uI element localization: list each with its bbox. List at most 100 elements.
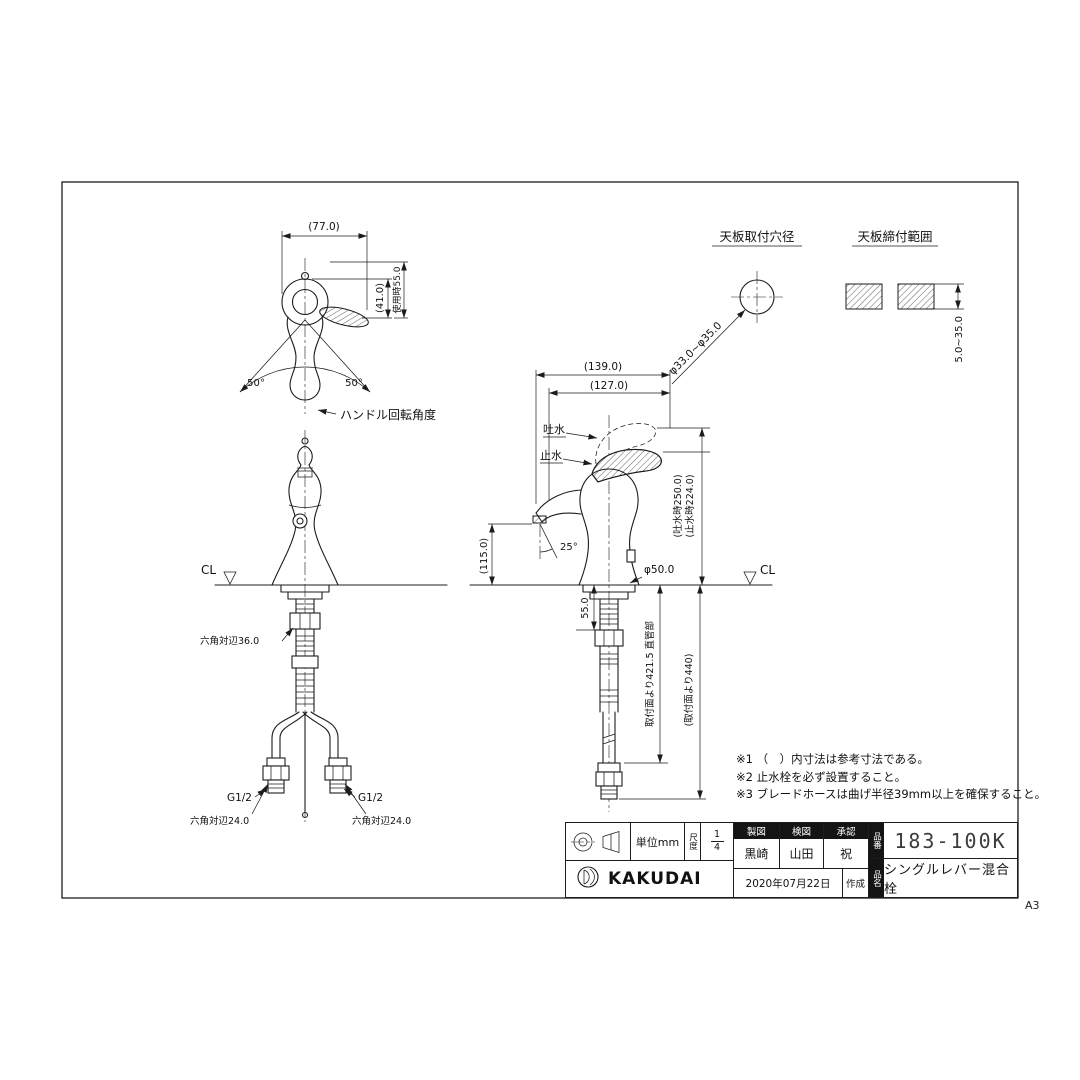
- rotation-line-left: [239, 319, 306, 393]
- clamp-range-title: 天板締付範囲: [857, 229, 932, 244]
- connector-nut-left: [262, 765, 290, 781]
- dia50-leader: [629, 576, 643, 584]
- nipple-threads: [601, 789, 617, 795]
- nut-facets: [332, 766, 344, 780]
- faucet-front-view: (139.0) (127.0) 吐水 止水 25° (115: [469, 361, 775, 812]
- g12-label-left: G1/2: [227, 792, 252, 804]
- spout-off-leader: [562, 458, 593, 466]
- connector-nipple-right: [329, 779, 347, 794]
- drafted-by: 黒崎: [744, 847, 769, 861]
- projection-symbol: [566, 823, 630, 860]
- base-flange: [582, 584, 636, 600]
- connector-nut: [595, 771, 623, 787]
- checked-column: 検図 山田: [778, 823, 824, 868]
- scale-numerator: 1: [713, 829, 721, 840]
- dim-label-41: (41.0): [375, 283, 386, 313]
- pull-rod-end: [301, 811, 309, 819]
- caption-leader: [317, 409, 337, 415]
- rotation-line-right: [304, 319, 371, 393]
- drafted-column: 製図 黒崎: [734, 823, 779, 868]
- spout-end-inner: [296, 517, 304, 525]
- hex24-leader-left: [251, 783, 269, 815]
- connector-nipple-left: [267, 779, 285, 794]
- aerator: [532, 515, 547, 524]
- dim-label-127: (127.0): [590, 380, 628, 392]
- scale-value: 1 4: [700, 823, 733, 860]
- connector-ferrule: [597, 762, 621, 773]
- product-name-row: 品名 シングルレバー混合栓: [869, 859, 1017, 897]
- connector-ferrule-left: [266, 757, 286, 767]
- part-number-row: 品番 183-100K: [869, 823, 1017, 859]
- fraction-bar: [710, 841, 724, 842]
- angle-label-right: 50°: [345, 378, 363, 389]
- faucet-side-view: CL 六角対辺36.0 G1/2: [190, 430, 448, 827]
- rotation-arc: [239, 366, 371, 393]
- angle-label-left: 50°: [247, 378, 265, 389]
- nipple-threads: [330, 783, 346, 789]
- checked-header: 検図: [779, 823, 824, 839]
- spout-on-label: 吐水: [543, 423, 565, 436]
- approved-by: 祝: [840, 847, 853, 861]
- title-block-left: 単位mm 尺度 1 4 KAKUDAI: [566, 823, 734, 897]
- unit-label: 単位mm: [630, 823, 684, 860]
- angle-25-label: 25°: [560, 542, 578, 553]
- handle-ring-inner: [291, 288, 319, 316]
- scale-label: 尺度: [687, 833, 698, 850]
- approved-header: 承認: [824, 823, 868, 839]
- spout-off-label: 止水: [540, 449, 562, 462]
- title-block-middle: 製図 黒崎 検図 山田 承認 祝 2020年07月22日 作成: [734, 823, 869, 897]
- hose-break-marks: [602, 733, 616, 745]
- dia50-label: φ50.0: [644, 564, 674, 576]
- handle-lever: [319, 306, 369, 328]
- note-2: ※2 止水栓を必ず設置すること。: [736, 769, 907, 784]
- counter-section-left: [845, 283, 883, 310]
- hex-nut-36: [289, 612, 321, 630]
- nipple-threads: [268, 783, 284, 789]
- nut-facets: [270, 766, 282, 780]
- hex-nut-facets: [299, 613, 311, 629]
- created-label: 作成: [842, 869, 868, 897]
- dim-label-115: (115.0): [479, 538, 490, 575]
- approved-column: 承認 祝: [823, 823, 868, 868]
- scale-cell: 尺度 1 4: [684, 823, 733, 860]
- height-off-label: (止水時224.0): [684, 474, 696, 537]
- mount-hole-title: 天板取付穴径: [719, 229, 794, 244]
- hex24-label-right: 六角対辺24.0: [352, 815, 411, 827]
- hose-straight-label: 取付面より421.5 直管部: [644, 621, 656, 727]
- shank-threads: [600, 603, 618, 703]
- rod-guide: [626, 549, 636, 563]
- scale-denominator: 4: [713, 842, 721, 853]
- finial: [301, 437, 309, 445]
- approval-columns: 製図 黒崎 検図 山田 承認 祝: [734, 823, 868, 869]
- product-name-value: シングルレバー混合栓: [884, 863, 1011, 897]
- product-name-label: 品名: [869, 859, 884, 897]
- g12-label-right: G1/2: [358, 792, 383, 804]
- clamp-range-diagram: 天板締付範囲 5.0~35.0: [845, 229, 965, 363]
- clamp-range-label: 5.0~35.0: [954, 316, 965, 363]
- hex36-label: 六角対辺36.0: [200, 635, 259, 647]
- note-1: ※1 （ ）内寸法は参考寸法である。: [736, 752, 929, 766]
- handle-rotation-caption: ハンドル回転角度: [340, 407, 436, 422]
- handle-body-outline: [286, 316, 324, 401]
- lock-nut: [291, 655, 319, 669]
- angle-arc: [539, 548, 553, 553]
- drafted-header: 製図: [734, 823, 779, 839]
- kakudai-logo-icon: [575, 864, 601, 894]
- hose-right: [302, 711, 339, 759]
- brand-cell: KAKUDAI: [566, 861, 733, 897]
- dim-label-55-use: 使用時55.0: [391, 266, 403, 313]
- datum-triangle: [743, 571, 757, 585]
- hex24-leader-right: [344, 783, 367, 815]
- title-block: 単位mm 尺度 1 4 KAKUDAI: [565, 822, 1018, 898]
- hex-nut: [594, 629, 624, 647]
- nut-facets: [603, 772, 615, 786]
- hose-left: [271, 711, 308, 759]
- connector-nipple: [600, 785, 618, 800]
- spout-on-leader: [565, 432, 598, 440]
- brand-name: KAKUDAI: [608, 869, 702, 889]
- dim-label-139: (139.0): [584, 361, 622, 373]
- part-number-label: 品番: [869, 823, 884, 858]
- connector-nut-right: [324, 765, 352, 781]
